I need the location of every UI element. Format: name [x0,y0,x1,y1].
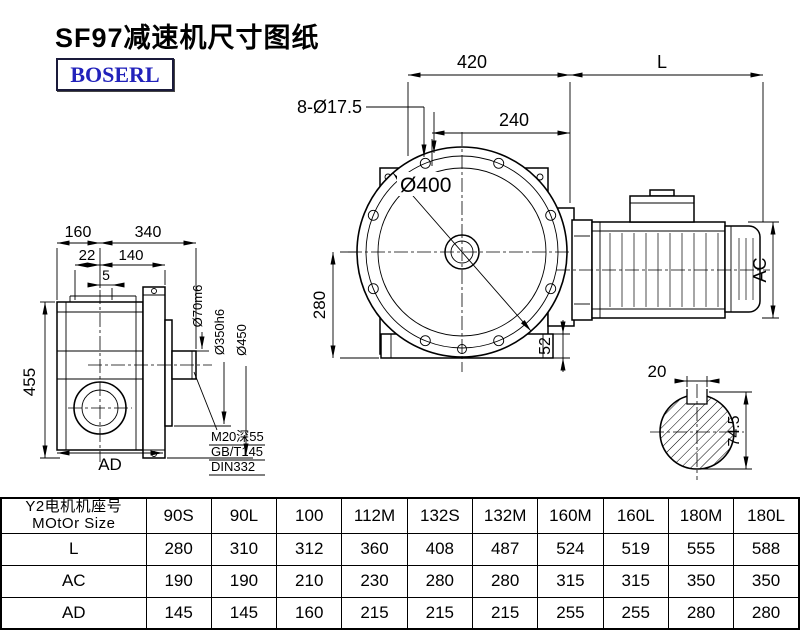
shaft-section [650,384,744,480]
bolt-hole [367,283,379,295]
cell: 315 [602,564,669,598]
boserl-logo: BOSERL [56,58,174,91]
flange-spigot [164,319,173,427]
cell: 145 [210,596,278,630]
cell: 280 [145,532,212,566]
col-header: 100 [276,497,343,534]
dim-AD: AD [98,455,122,474]
cell: 160 [276,596,343,630]
cell: 555 [667,532,735,566]
bolt-hole [545,209,557,221]
table-row-AC: AC 190 190 210 230 280 280 315 315 350 3… [0,564,800,598]
col-header: 90L [210,497,278,534]
col-header: 160L [602,497,669,534]
dim-flange-diameter: Ø400 [400,174,451,197]
cell: 215 [341,596,408,630]
cell: 145 [145,596,212,630]
dim-spigot-diameter: Ø350h6 [212,309,227,355]
table-row-L: L 280 310 312 360 408 487 524 519 555 58… [0,532,800,566]
cell: 315 [537,564,604,598]
cell: 487 [471,532,539,566]
cell: 215 [406,596,473,630]
cell: 350 [733,564,800,598]
table-row-AD: AD 145 145 160 215 215 215 255 255 280 2… [0,596,800,630]
dim-L: L [657,52,667,72]
cell: 588 [733,532,800,566]
cell: 190 [210,564,278,598]
cell: 280 [471,564,539,598]
dim-74-5: 74.5 [726,415,743,446]
dim-52: 52 [537,337,554,355]
page-title: SF97减速机尺寸图纸 [55,23,320,53]
header-en: MOtOr Size [32,514,116,532]
dim-22: 22 [79,247,96,264]
dimension-drawing: 420 L 240 8-Ø17.5 Ø400 280 [20,52,779,480]
table-header-row: Y2电机机座号 MOtOr Size 90S 90L 100 112M 132S… [0,497,800,534]
dim-AC: AC [750,257,770,282]
cell: 210 [276,564,343,598]
cell: 312 [276,532,343,566]
tap-note-2: GB/T145 [211,444,263,459]
bolt-hole [367,209,379,221]
dim-20: 20 [648,362,667,381]
col-header: 160M [537,497,604,534]
bolt-hole [419,335,431,347]
dim-shaft-diameter: Ø70m6 [190,285,205,328]
dim-bolt-holes: 8-Ø17.5 [297,97,362,117]
cell: 524 [537,532,604,566]
bolt-hole [545,283,557,295]
cell: 519 [602,532,669,566]
dim-5: 5 [102,267,110,283]
row-label: AD [0,596,147,630]
cell: 350 [667,564,735,598]
row-label: L [0,532,147,566]
cell: 360 [341,532,408,566]
dim-140: 140 [118,247,143,264]
cell: 215 [471,596,539,630]
side-view [56,286,212,462]
cell: 230 [341,564,408,598]
col-header: 112M [341,497,408,534]
fan-cowl [724,225,761,313]
table-corner-cell: Y2电机机座号 MOtOr Size [0,497,147,534]
cell: 190 [145,564,212,598]
dim-flange-outer-diameter: Ø450 [234,324,249,356]
bolt-hole [493,157,505,169]
tap-note-3: DIN332 [211,459,255,474]
cell: 280 [406,564,473,598]
col-header: 180L [733,497,800,534]
terminal-box [629,195,695,223]
col-header: 132S [406,497,473,534]
output-flange [142,286,166,459]
col-header: 132M [471,497,539,534]
cell: 255 [537,596,604,630]
dim-240: 240 [499,110,529,130]
header-cn: Y2电机机座号 [25,498,123,515]
cell: 280 [667,596,735,630]
motor-size-table: Y2电机机座号 MOtOr Size 90S 90L 100 112M 132S… [0,497,800,630]
col-header: 180M [667,497,735,534]
bolt-hole [493,335,505,347]
tap-note-1: M20深55 [211,429,264,444]
dim-340: 340 [135,224,162,241]
front-view [348,132,580,372]
row-label: AC [0,564,147,598]
bolt-hole [419,157,431,169]
dim-420: 420 [457,52,487,72]
cell: 408 [406,532,473,566]
dimensions: 420 L 240 8-Ø17.5 Ø400 280 [20,52,779,476]
dim-280: 280 [310,291,329,319]
dim-160: 160 [65,224,92,241]
cell: 310 [210,532,278,566]
dim-455: 455 [20,368,39,396]
col-header: 90S [145,497,212,534]
cell: 280 [733,596,800,630]
cell: 255 [602,596,669,630]
motor-view [556,189,770,321]
